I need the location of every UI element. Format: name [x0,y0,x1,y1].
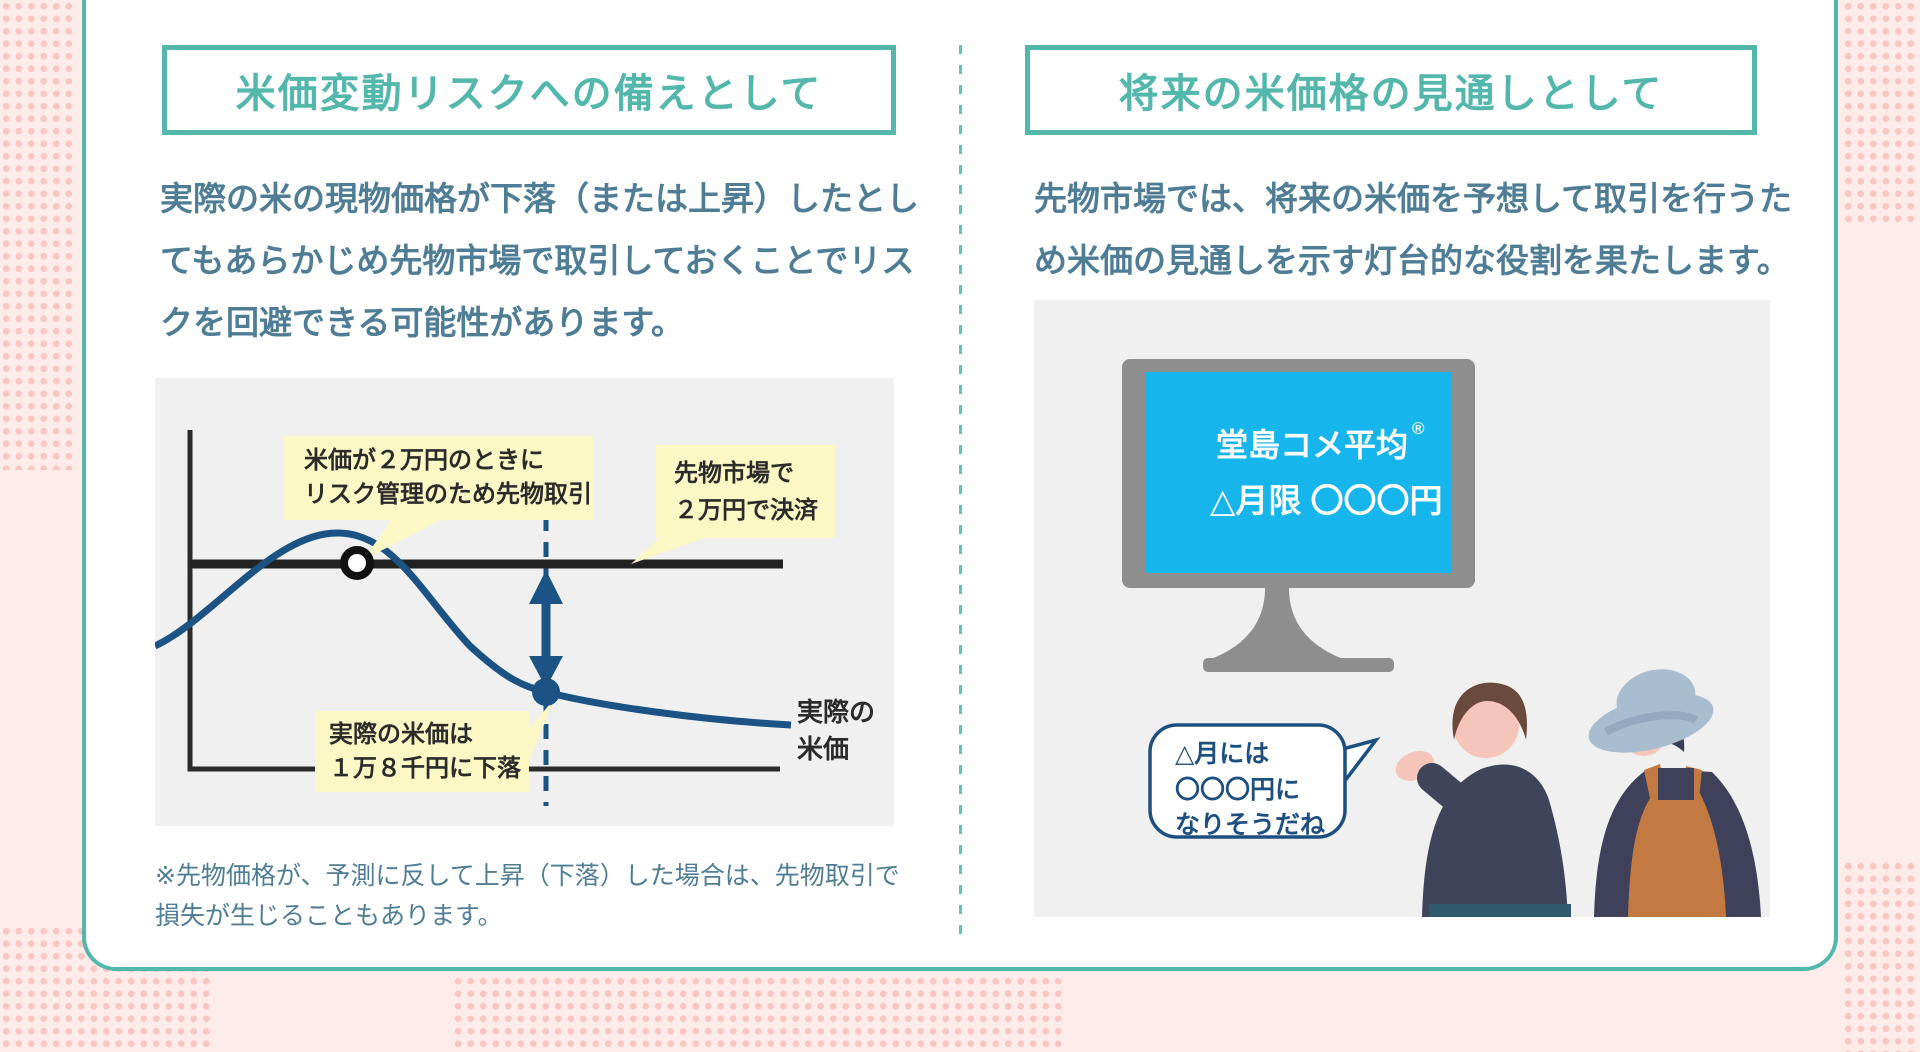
businessman-hair [1452,682,1527,740]
actual-price-marker [532,678,560,706]
hedge-entry-marker [340,546,374,580]
dot-pattern-bottom-center [452,975,1064,1052]
callout-settle: 先物市場で ２万円で決済 [656,445,835,538]
monitor-stand-base [1203,658,1394,672]
price-gap-arrow-top [529,570,563,604]
callout-settle-line-1: 先物市場で [674,460,794,487]
forecast-illustration: 堂島コメ平均 ® △月限 〇〇〇円 [1034,300,1770,917]
right-panel-body: 先物市場では、将来の米価を予想して取引を行うた め米価の見通しを示す灯台的な役割… [1034,168,1792,292]
callout-hedge-line-1: 米価が２万円のときに [304,447,544,474]
left-body-line-2: てもあらかじめ先物市場で取引しておくことでリス [160,242,915,279]
businessman-figure [1395,682,1571,917]
speech-line-2: 〇〇〇円に [1175,776,1300,804]
speech-line-1: △月には [1175,740,1269,768]
monitor-screen [1145,372,1452,573]
farmer-figure [1588,669,1761,917]
actual-price-label-line-2: 米価 [797,734,850,764]
businessman-trousers [1429,904,1571,917]
dot-pattern-bottom-right [1842,860,1920,1052]
callout-drop-line-1: 実際の米価は [329,721,473,748]
left-body-line-3: クを回避できる可能性があります。 [160,304,685,341]
right-body-line-2: め米価の見通しを示す灯台的な役割を果たします。 [1034,242,1790,279]
callout-drop-line-2: １万８千円に下落 [329,755,521,782]
chart-axes [187,430,780,772]
speech-bubble-body [1148,723,1347,839]
left-body-line-1: 実際の米の現物価格が下落（または上昇）したとし [160,180,919,217]
farmer-bib-patch [1658,768,1694,800]
dot-pattern-top-right [1842,0,1920,225]
right-body-line-1: 先物市場では、将来の米価を予想して取引を行うた [1034,180,1793,217]
hedging-chart: 米価が２万円のときに リスク管理のため先物取引 先物市場で ２万円で決済 実際の… [155,378,894,826]
callout-drop: 実際の米価は １万８千円に下落 [315,711,529,792]
actual-price-label: 実際の 米価 [797,694,875,768]
speech-line-3: なりそうだね [1175,811,1325,839]
price-gap-arrow-bottom [529,656,563,688]
footnote-line-2: 損失が生じることもあります。 [155,902,503,930]
farmer-overalls [1628,784,1726,917]
farmer-hat-band [1604,711,1698,736]
callout-hedge: 米価が２万円のときに リスク管理のため先物取引 [284,436,593,520]
speech-bubble: △月には 〇〇〇円に なりそうだね [1148,723,1381,839]
left-panel-body: 実際の米の現物価格が下落（または上昇）したとし てもあらかじめ先物市場で取引して… [160,168,919,354]
right-panel-title-box: 将来の米価格の見通しとして [1025,45,1757,135]
callout-settle-line-2: ２万円で決済 [674,497,818,524]
hedging-chart-graphic [155,430,792,806]
callout-hedge-line-2: リスク管理のため先物取引 [304,481,592,508]
right-panel-title: 将来の米価格の見通しとして [1118,72,1664,116]
monitor-stand-neck [1208,588,1346,660]
footnote-line-1: ※先物価格が、予測に反して上昇（下落）した場合は、先物取引で [155,862,900,890]
monitor-text-line2: △月限 〇〇〇円 [1210,482,1443,519]
panel-divider [959,45,962,935]
monitor-text-line1: 堂島コメ平均 [1216,427,1408,463]
left-panel-title-box: 米価変動リスクへの備えとして [162,45,896,135]
monitor-reg-mark: ® [1412,419,1425,438]
actual-price-label-line-1: 実際の [797,697,876,727]
actual-price-curve [155,529,792,729]
callout-settle-tail [631,538,704,564]
left-panel-footnote: ※先物価格が、予測に反して上昇（下落）した場合は、先物取引で 損失が生じることも… [155,856,900,936]
left-panel-title: 米価変動リスクへの備えとして [235,72,823,116]
forecast-illustration-graphic: 堂島コメ平均 ® △月限 〇〇〇円 [1122,359,1761,917]
dot-pattern-top-left [0,0,78,470]
callout-hedge-tail [363,518,445,560]
callout-drop-tail [528,698,555,764]
businessman-arm [1417,763,1497,835]
